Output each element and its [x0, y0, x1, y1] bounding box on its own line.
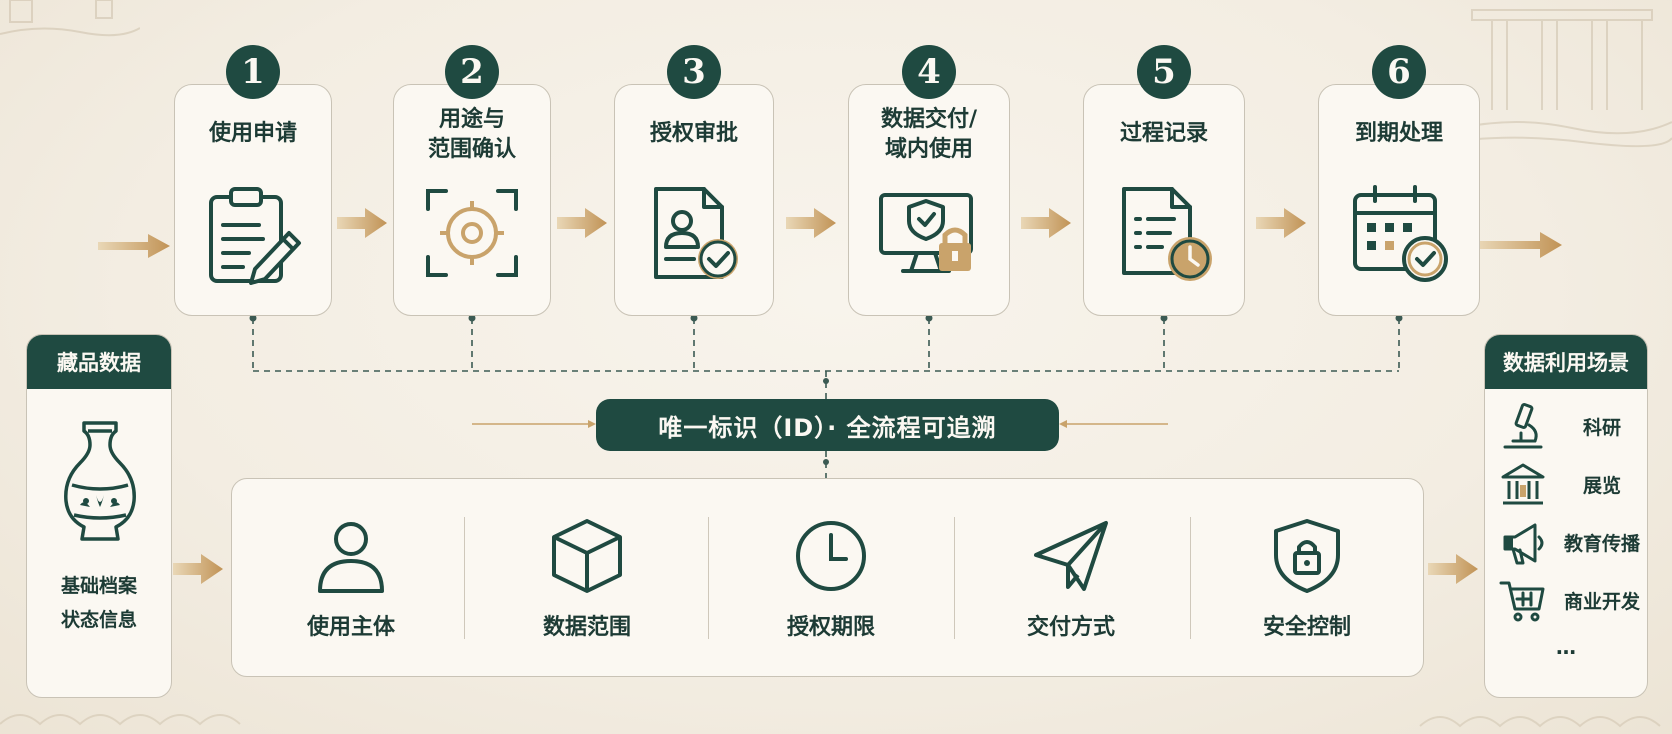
attribute-label: 交付方式 [1026, 615, 1115, 640]
step-title: 授权审批 [649, 121, 738, 146]
paper-plane-icon [1034, 521, 1108, 591]
step-title: 用途与 范围确认 [427, 107, 516, 162]
divider [954, 517, 955, 639]
usage-scenarios-title: 数据利用场景 [1485, 335, 1647, 389]
scenario-item: 商业开发 [1485, 573, 1647, 625]
flow-arrow-out [1478, 232, 1562, 258]
attribute-label: 授权期限 [786, 615, 875, 640]
target-icon [426, 189, 518, 277]
attribute-label: 数据范围 [542, 615, 631, 640]
collection-data-info: 基础档案 状态信息 [60, 575, 137, 631]
attribute-label: 安全控制 [1262, 615, 1351, 640]
scenario-label: 商业开发 [1563, 591, 1640, 613]
shield-lock-icon [1274, 519, 1340, 593]
flow-arrow-3-4 [786, 208, 836, 238]
step-number-badge: 2 [445, 45, 499, 99]
scenario-label: 教育传播 [1563, 533, 1640, 555]
column-illustration [0, 0, 140, 37]
authorization-attributes-panel: 使用主体 数据范围 授权期限 交付方式 [231, 478, 1424, 677]
approval-document-icon [654, 187, 738, 279]
step-card-5: 5 过程记录 [1083, 45, 1245, 316]
cloud-pattern [0, 714, 1661, 728]
unique-id-banner: 唯一标识（ID）· 全流程可追溯 [596, 399, 1059, 451]
flow-arrow-1-2 [337, 208, 387, 238]
step-number-badge: 1 [226, 45, 280, 99]
attribute-label: 使用主体 [306, 615, 395, 640]
secure-monitor-icon [879, 193, 973, 273]
step-title: 过程记录 [1119, 121, 1208, 146]
scenario-item: 展览 [1485, 457, 1647, 509]
calendar-check-icon [1353, 185, 1448, 282]
microscope-icon [1503, 403, 1543, 449]
attribute-item: 交付方式 [952, 479, 1190, 678]
flow-arrow-4-5 [1021, 208, 1071, 238]
cart-icon [1499, 581, 1545, 622]
step-number-badge: 6 [1372, 45, 1426, 99]
step-title: 使用申请 [208, 121, 297, 146]
more-scenarios-ellipsis: … [1556, 635, 1576, 659]
divider [464, 517, 465, 639]
collection-data-panel: 藏品数据 基础档案 状态信息 [26, 334, 172, 698]
flow-arrow-collection [173, 554, 223, 584]
clock-icon [796, 521, 866, 591]
scenario-label: 科研 [1582, 417, 1621, 439]
flow-arrow-2-3 [557, 208, 607, 238]
flow-arrow-5-6 [1256, 208, 1306, 238]
scenario-item: 科研 [1485, 399, 1647, 451]
cube-icon [552, 519, 622, 593]
scenario-label: 展览 [1582, 475, 1621, 497]
step-card-1: 1 使用申请 [174, 45, 332, 316]
attribute-item: 使用主体 [232, 479, 470, 678]
flow-arrow-in [98, 234, 170, 258]
attribute-item: 数据范围 [468, 479, 706, 678]
step-number-badge: 3 [667, 45, 721, 99]
usage-scenarios-panel: 数据利用场景 科研 展览 [1484, 334, 1648, 698]
collection-data-title: 藏品数据 [27, 335, 171, 389]
step-number-badge: 5 [1137, 45, 1191, 99]
step-card-3: 3 授权审批 [614, 45, 774, 316]
step-card-2: 2 用途与 范围确认 [393, 45, 551, 316]
museum-icon [1501, 463, 1545, 505]
step-card-6: 6 到期处理 [1318, 45, 1480, 316]
divider [1190, 517, 1191, 639]
step-title: 到期处理 [1354, 121, 1443, 146]
user-icon [318, 522, 384, 593]
scenario-item: 教育传播 [1485, 515, 1647, 567]
flow-arrow-scenarios [1428, 554, 1478, 584]
step-number-badge: 4 [902, 45, 956, 99]
attribute-item: 安全控制 [1188, 479, 1426, 678]
clipboard-pen-icon [209, 187, 301, 285]
step-card-4: 4 数据交付/ 域内使用 [848, 45, 1010, 316]
megaphone-icon [1503, 523, 1544, 565]
attribute-item: 授权期限 [712, 479, 950, 678]
vase-icon [64, 421, 136, 541]
step-title: 数据交付/ 域内使用 [880, 107, 978, 162]
log-clock-icon [1122, 187, 1212, 281]
divider [708, 517, 709, 639]
